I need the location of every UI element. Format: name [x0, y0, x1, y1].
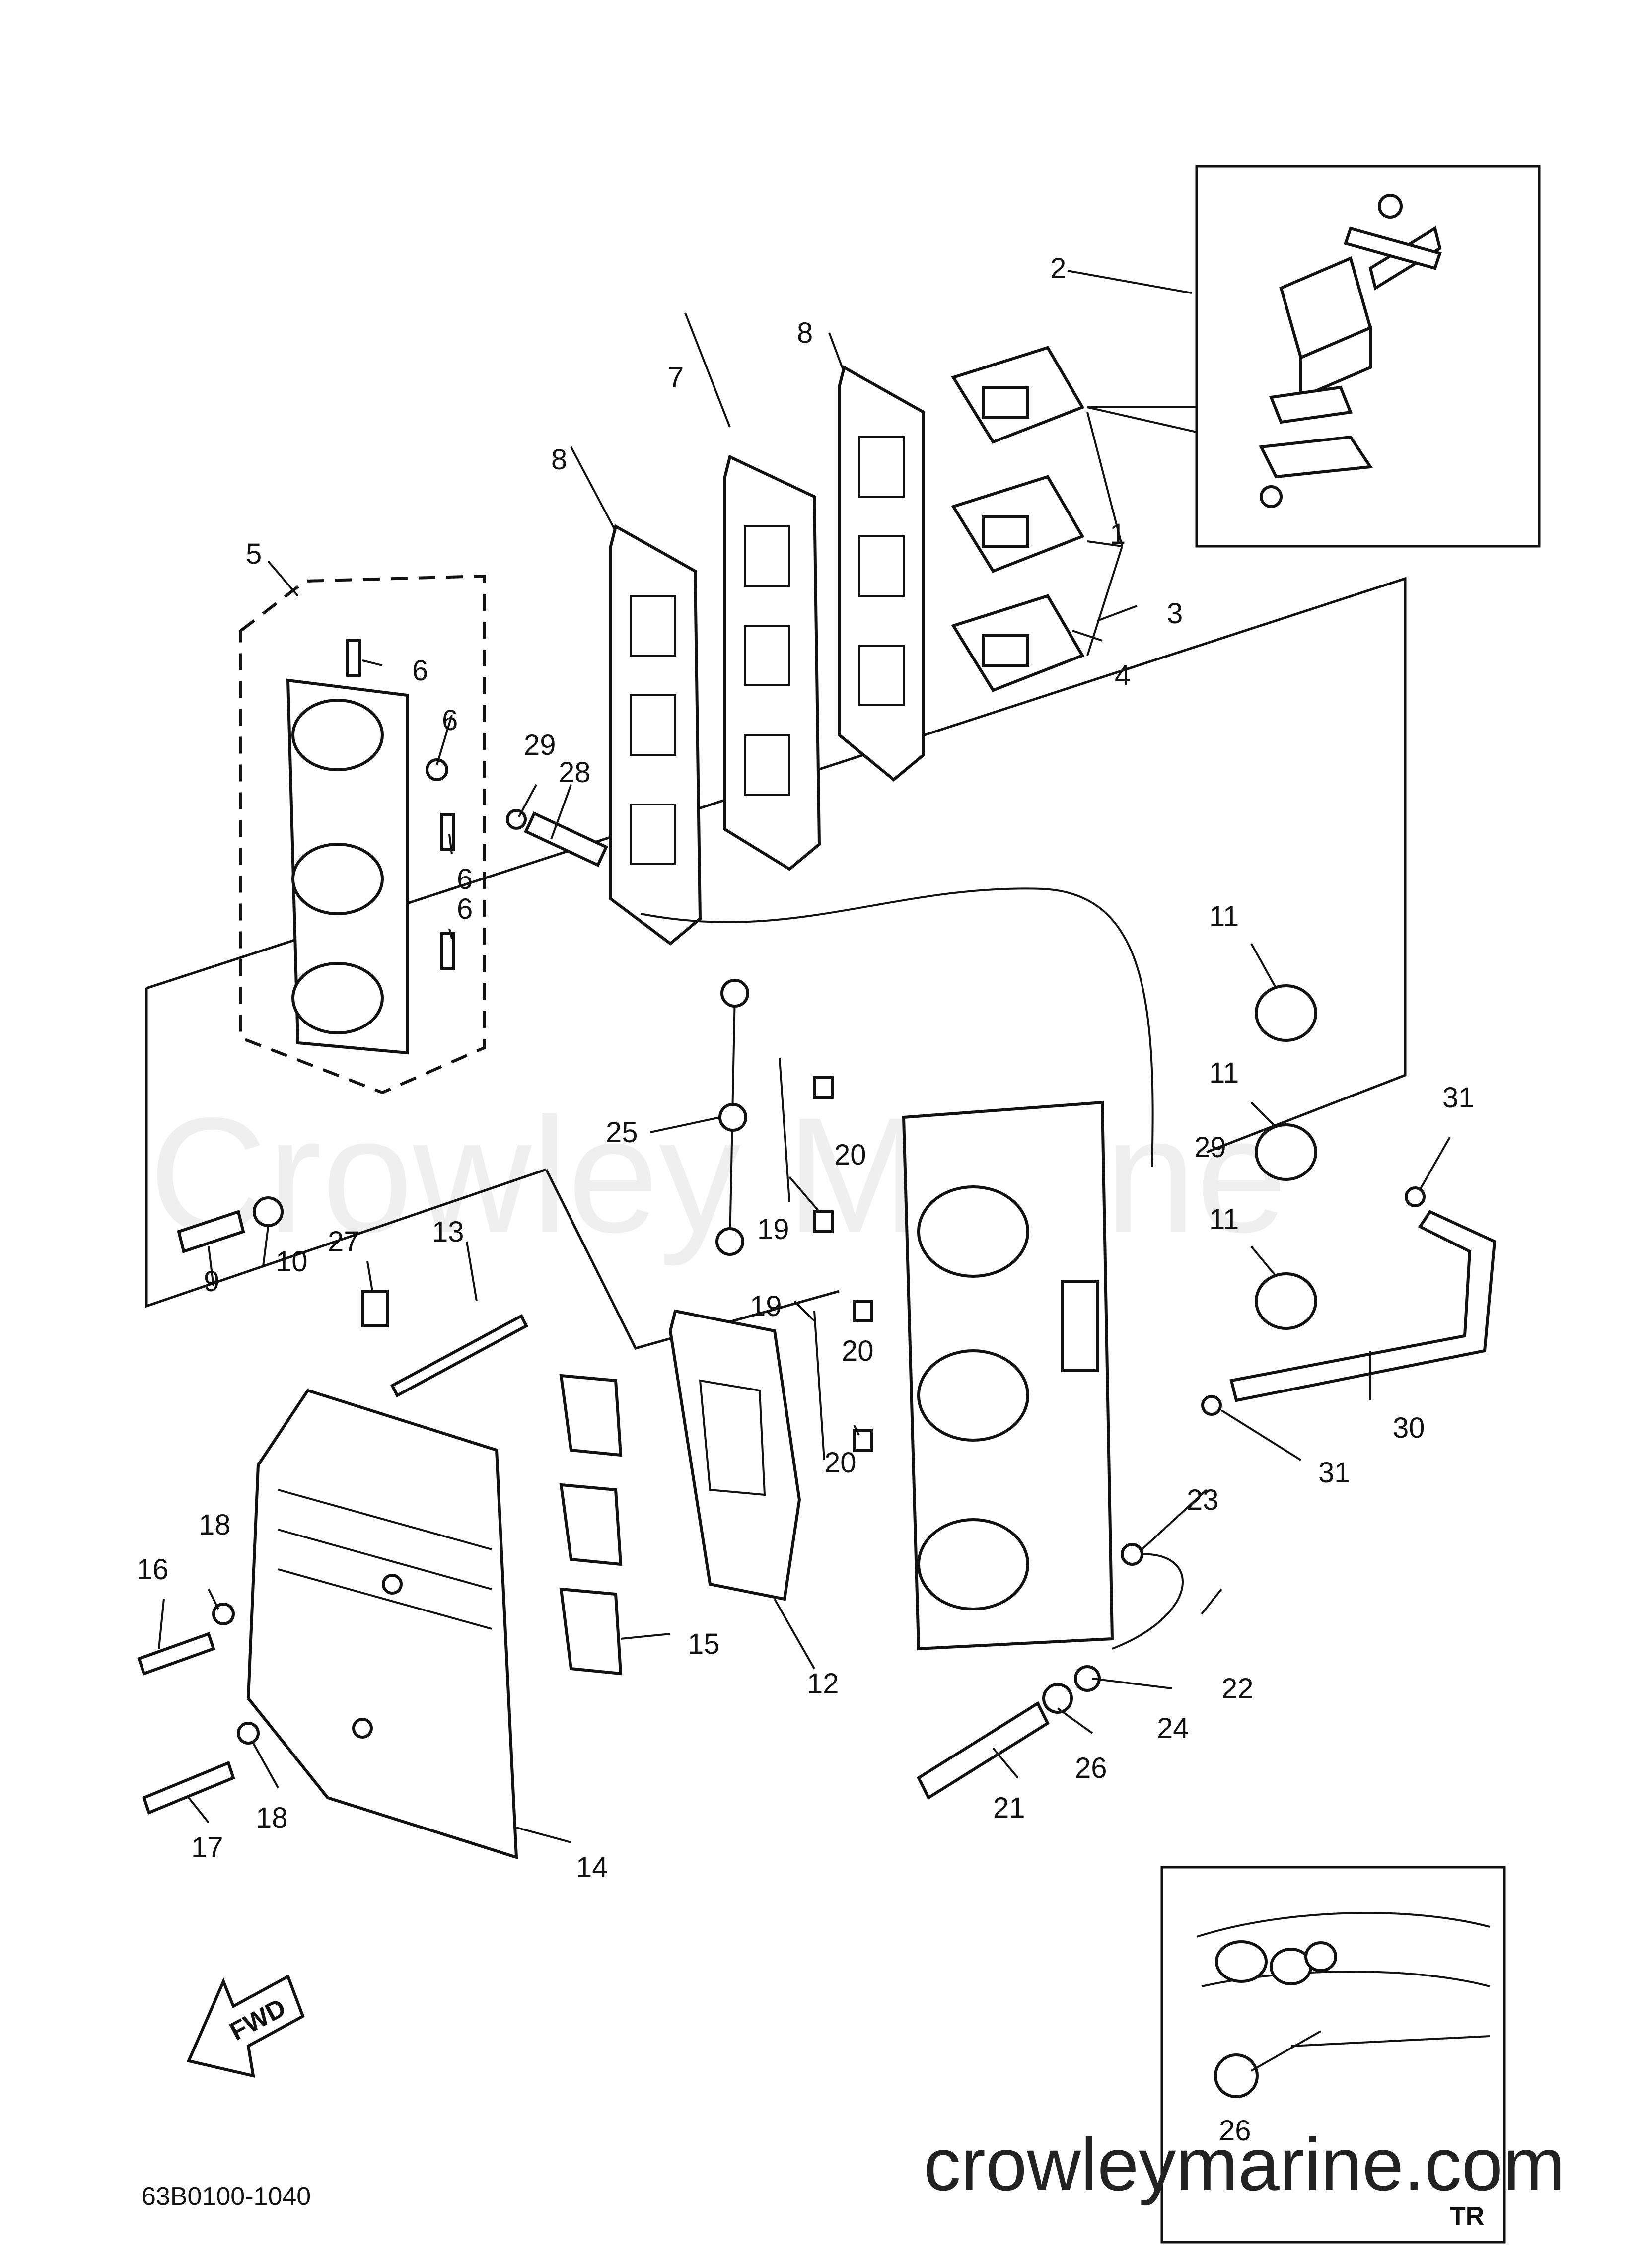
callout-11c: 11 — [1209, 1203, 1239, 1236]
plunger-21-icon — [917, 1701, 1050, 1800]
leader-lines — [158, 270, 1451, 1843]
inset-tr-label: TR — [1450, 2202, 1484, 2231]
gasket-8-rear — [838, 365, 925, 782]
silencer-cover-14-icon — [246, 1389, 518, 1860]
wire-22-icon — [1112, 1553, 1184, 1650]
link-clip-icons — [779, 1057, 873, 1461]
callout-14: 14 — [576, 1851, 608, 1884]
carburetor-icon — [902, 1100, 1114, 1651]
callout-2: 2 — [1050, 252, 1066, 285]
callout-10: 10 — [276, 1245, 308, 1278]
callout-20a: 20 — [834, 1139, 866, 1171]
callout-9: 9 — [204, 1265, 219, 1298]
callout-24: 24 — [1157, 1712, 1189, 1745]
tr-leader — [1251, 2030, 1321, 2072]
callout-17: 17 — [191, 1831, 223, 1864]
callout-19b: 19 — [750, 1290, 782, 1322]
callout-8b: 8 — [551, 443, 567, 476]
callout-5: 5 — [246, 538, 262, 570]
callout-23: 23 — [1187, 1484, 1219, 1516]
silencer-gasket-12 — [668, 1309, 801, 1601]
gasket-12-window — [699, 1379, 766, 1496]
callout-4: 4 — [1115, 659, 1131, 692]
callout-26a: 26 — [1075, 1752, 1107, 1784]
callout-13: 13 — [432, 1216, 464, 1248]
callout-12: 12 — [807, 1668, 839, 1700]
callout-6c: 6 — [457, 863, 473, 895]
callout-6b: 6 — [442, 704, 458, 736]
callout-21: 21 — [993, 1792, 1025, 1824]
callout-8a: 8 — [797, 317, 813, 349]
hose-line — [640, 887, 1154, 1168]
cap-26-icon — [1042, 1683, 1073, 1714]
clip-27-icon — [361, 1290, 389, 1327]
bolt-17-icon — [142, 1761, 235, 1815]
callout-29a: 29 — [524, 729, 556, 761]
callout-15: 15 — [688, 1628, 720, 1660]
intake-manifold-outline — [239, 574, 486, 1095]
callout-29b: 29 — [1194, 1131, 1226, 1164]
callout-28: 28 — [559, 756, 591, 789]
callout-11b: 11 — [1209, 1057, 1239, 1089]
pipe-28-icon — [524, 811, 608, 867]
callout-7: 7 — [668, 362, 684, 394]
callout-27: 27 — [328, 1226, 360, 1258]
o-ring-11-icons — [1255, 984, 1317, 1330]
gasket-7 — [723, 454, 821, 871]
fwd-arrow-icon: FWD — [186, 1974, 305, 2078]
callout-6d: 6 — [457, 893, 473, 925]
screw-23-icon — [1121, 1543, 1143, 1566]
callout-30: 30 — [1393, 1412, 1425, 1444]
callout-20b: 20 — [842, 1335, 874, 1367]
callout-19a: 19 — [757, 1213, 789, 1245]
reed-valve-assembly-icon — [951, 346, 1085, 692]
gasket-8-front — [609, 524, 702, 946]
clamp-31-top-icon — [1405, 1186, 1426, 1207]
diagram-code: 63B0100-1040 — [142, 2182, 311, 2211]
callout-20c: 20 — [824, 1447, 857, 1479]
callout-22: 22 — [1221, 1673, 1254, 1705]
callout-25: 25 — [606, 1116, 638, 1149]
hose-30-icon — [1229, 1210, 1497, 1402]
footer-site-text: crowleymarine.com — [924, 2122, 1565, 2206]
callout-31b: 31 — [1318, 1457, 1351, 1489]
callout-labels: 1 2 3 4 5 6 6 6 6 7 8 8 9 10 11 11 11 12… — [137, 252, 1475, 2147]
seal-15-icons — [559, 1374, 623, 1676]
bolt-16-icon — [137, 1632, 215, 1676]
washer-10-icon — [253, 1196, 284, 1227]
tr-plug-detail-icon — [1196, 1912, 1490, 2098]
bolt-9-icon — [177, 1210, 245, 1253]
callout-3: 3 — [1167, 597, 1183, 630]
o-ring-29-icon — [506, 809, 527, 830]
bolt-6-icons — [346, 639, 455, 970]
callout-16: 16 — [137, 1553, 169, 1586]
washer-18-bottom-icon — [237, 1722, 260, 1745]
clamp-31-bottom-icon — [1201, 1395, 1222, 1416]
reed-valve-exploded-icon — [1259, 194, 1442, 508]
callout-18a: 18 — [199, 1509, 231, 1541]
callout-26b: 26 — [1219, 2115, 1251, 2147]
callout-31a: 31 — [1442, 1082, 1475, 1114]
callout-11a: 11 — [1209, 900, 1239, 933]
bolt-13-icon — [390, 1314, 528, 1398]
link-rod-25-icon — [715, 979, 749, 1256]
callout-6a: 6 — [412, 655, 428, 687]
intake-manifold-icon — [286, 678, 409, 1055]
inset-tr-box — [1160, 1866, 1506, 2244]
inset-reed-valve-box — [1195, 165, 1541, 548]
gasket-windows — [630, 436, 905, 865]
callout-1: 1 — [1110, 518, 1126, 550]
callout-18b: 18 — [256, 1802, 288, 1834]
